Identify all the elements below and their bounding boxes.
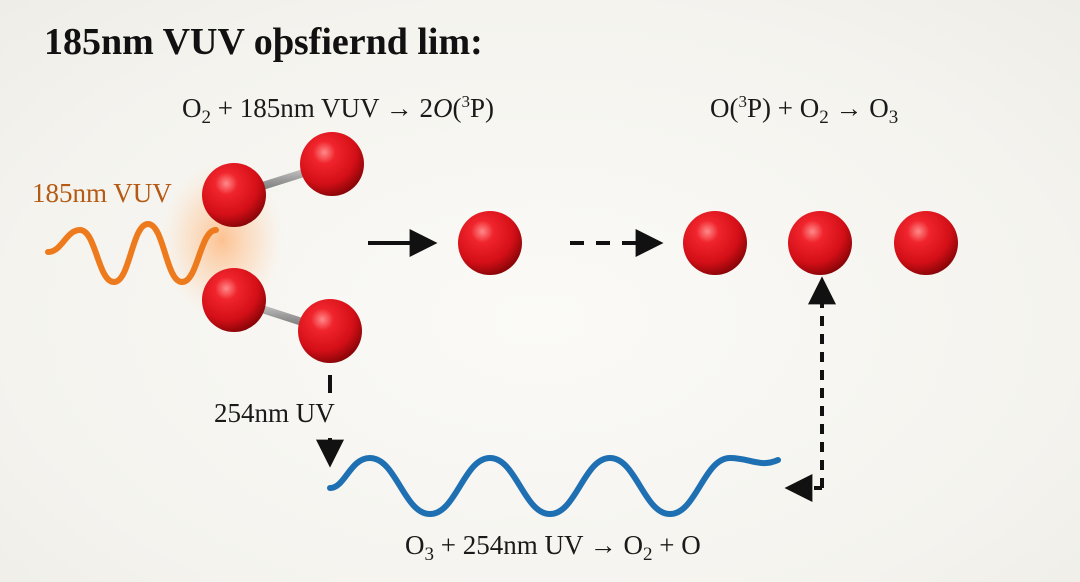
eq2-b-sub: 2 bbox=[819, 107, 829, 128]
uv-wave bbox=[327, 454, 781, 518]
eq3-a-sub: 3 bbox=[424, 544, 435, 565]
ozone-atom-3 bbox=[894, 211, 958, 275]
eq1-reactant: O bbox=[182, 93, 202, 123]
oxygen-atom-2 bbox=[300, 132, 364, 196]
eq3-b-sub: 2 bbox=[643, 544, 653, 565]
eq1-open: ( bbox=[452, 93, 462, 123]
uv-label: 254nm UV bbox=[214, 398, 335, 428]
eq1-product: O bbox=[433, 93, 453, 123]
vuv-label: 185nm VUV bbox=[32, 178, 172, 208]
equation-ozone-decomposition: O3 + 254nm UV → O2 + O bbox=[405, 530, 701, 564]
ozone-atom-1 bbox=[683, 211, 747, 275]
eq1-sup: 3 bbox=[461, 92, 471, 111]
eq1-middle: + 185nm VUV → 2 bbox=[211, 93, 433, 123]
eq2-a: O( bbox=[710, 93, 739, 123]
eq3-a: O bbox=[405, 530, 425, 560]
eq1-close: P) bbox=[470, 93, 495, 123]
equation-photolysis: O2 + 185nm VUV → 2O(3P) bbox=[182, 92, 495, 127]
eq2-c: → O bbox=[828, 93, 889, 123]
eq1-reactant-sub: 2 bbox=[201, 107, 212, 128]
atomic-oxygen bbox=[458, 211, 522, 275]
equation-ozone-formation: O(3P) + O2 → O3 bbox=[710, 92, 898, 127]
eq2-b: P) + O bbox=[747, 93, 820, 123]
oxygen-atom-4 bbox=[298, 299, 362, 363]
diagram-title: 185nm VUV oþsfiernd lim: bbox=[44, 21, 483, 63]
eq3-b: + 254nm UV → O bbox=[434, 530, 643, 560]
vuv-wave bbox=[45, 220, 219, 286]
ozone-atom-2 bbox=[788, 211, 852, 275]
eq2-c-sub: 3 bbox=[888, 107, 899, 128]
eq2-a-sup: 3 bbox=[738, 92, 748, 111]
oxygen-atom-1 bbox=[202, 163, 266, 227]
eq3-c: + O bbox=[652, 530, 701, 560]
oxygen-atom-3 bbox=[202, 268, 266, 332]
